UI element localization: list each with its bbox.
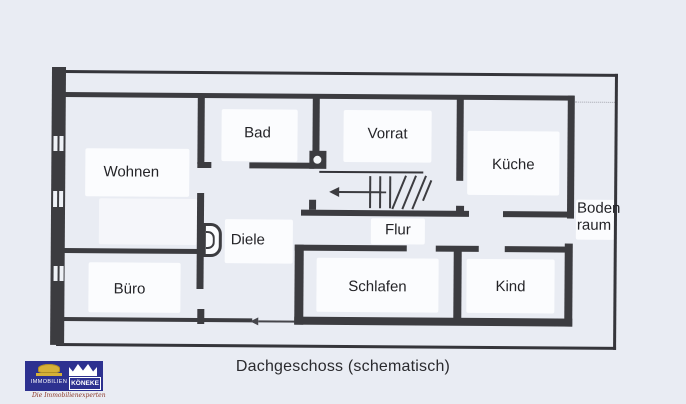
room-label-wohnen: Wohnen — [103, 163, 160, 181]
outer-wall-top — [63, 70, 618, 77]
logo-tagline: Die Immobilienexperten — [32, 392, 106, 399]
window-marker — [53, 265, 58, 281]
room-label-flur: Flur — [384, 221, 411, 239]
wall-segment — [453, 249, 462, 321]
wall-segment — [309, 199, 317, 210]
window-marker — [59, 190, 64, 208]
bodenraum-line1: Boden — [576, 199, 621, 217]
logo-koeneke: IMMOBILIEN KÖNEKE Die Immobilienexperten — [25, 361, 106, 399]
arrow-left-icon — [250, 317, 259, 326]
wall-segment — [312, 96, 320, 153]
wall-segment — [197, 95, 205, 165]
wall-segment — [502, 211, 575, 218]
room-label-vorrat: Vorrat — [367, 125, 408, 143]
wall-segment — [564, 243, 573, 327]
logo-name-text: KÖNEKE — [69, 377, 101, 390]
wall-segment — [62, 317, 253, 323]
wall-segment — [197, 161, 212, 169]
wall-segment — [197, 308, 205, 325]
wall-segment — [300, 209, 470, 217]
crown-emblem-icon — [38, 364, 60, 373]
door-symbol-inner — [205, 231, 215, 250]
window-marker — [53, 135, 58, 151]
window-marker — [59, 135, 64, 152]
door-symbol-vorrat — [309, 150, 327, 169]
stairs — [0, 0, 686, 210]
crown-emblem-base — [36, 373, 62, 376]
room-label-kind: Kind — [495, 278, 526, 296]
wall-segment — [566, 95, 575, 219]
window-marker — [59, 266, 64, 282]
door-hinge-icon — [313, 155, 322, 164]
room-label-bad: Bad — [244, 124, 271, 142]
outer-wall-bottom — [56, 342, 617, 350]
stair-arrow-shaft — [338, 190, 387, 194]
room-label-bodenraum: Boden raum — [577, 200, 621, 234]
wall-segment — [62, 248, 204, 255]
faint-wall-line — [574, 101, 615, 103]
room-label-kueche: Küche — [492, 156, 535, 174]
stairwell-edge-line — [319, 170, 424, 174]
room-label-schlafen: Schlafen — [348, 278, 407, 296]
wall-segment — [249, 162, 315, 169]
wall-segment — [294, 316, 573, 327]
plan-caption: Dachgeschoss (schematisch) — [235, 358, 451, 375]
room-label-diele: Diele — [230, 231, 265, 249]
wall-line — [258, 320, 299, 323]
wall-segment — [294, 244, 407, 252]
room-label-buero: Büro — [113, 280, 146, 298]
scan-highlight — [98, 198, 198, 245]
stair-arrow-left-icon — [329, 186, 340, 197]
wall-segment — [504, 246, 572, 253]
stair-tread — [389, 176, 392, 209]
window-marker — [53, 190, 58, 207]
wall-segment — [294, 244, 304, 325]
wall-segment — [456, 97, 464, 181]
bodenraum-line2: raum — [576, 216, 612, 234]
logo-immobilien-text: IMMOBILIEN — [30, 379, 68, 385]
